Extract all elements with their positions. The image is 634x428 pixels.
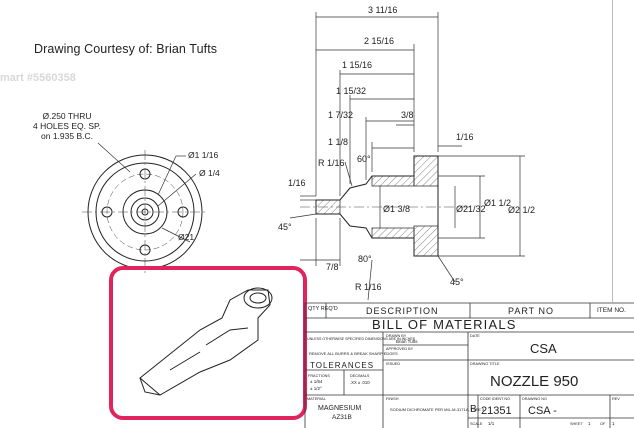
hole-note: Ø.250 THRU 4 HOLES EQ. SP. on 1.935 B.C. [33, 111, 101, 141]
bom-scale: 1/1 [488, 421, 495, 426]
section-view [289, 12, 525, 301]
bom-unless-note: UNLESS OTHERWISE SPECIFIED DIMENSIONS AR… [307, 337, 416, 341]
isometric-view [139, 287, 273, 396]
dim-radius-2: R 1/16 [355, 282, 382, 292]
front-view [82, 142, 208, 275]
bom-title: BILL OF MATERIALS [372, 317, 517, 332]
bom-size: B [470, 404, 477, 415]
dim-length-2: 2 15/16 [364, 36, 394, 46]
bom-drawing-no: CSA - [528, 405, 557, 417]
dim-length-4: 1 15/32 [336, 86, 366, 96]
bom-material-1: MAGNESIUM [318, 405, 361, 412]
dim-length-5: 1 7/32 [328, 110, 353, 120]
bom-drawing-no-label: DRAWING NO [522, 397, 547, 401]
bom-code: 21351 [481, 405, 512, 417]
dim-dia-inner: Ø21/32 [456, 204, 486, 214]
dim-angle-60: 60° [357, 154, 371, 164]
dim-front-2: Ø 1/4 [199, 168, 220, 178]
bom-drawn-by: Brian Tufts [396, 339, 418, 344]
bom-approved-label: APPROVED BY [386, 347, 414, 351]
dim-flange-width: 3/8 [401, 110, 414, 120]
highlight-box [109, 266, 307, 420]
bom-part-header: PART NO [508, 306, 554, 316]
dim-angle-45-right: 45° [450, 277, 464, 287]
dim-tip-length: 7/8 [326, 262, 339, 272]
bom-code-label: CODE IDENT NO [480, 397, 510, 401]
bom-tolerances: TOLERANCES [310, 361, 374, 370]
bom-rev-label: REV [612, 397, 620, 401]
dim-overall-length: 3 11/16 [368, 5, 397, 15]
bom-drawing-title: NOZZLE 950 [490, 373, 578, 390]
bom-finish-label: FINISH [386, 397, 399, 401]
drawing-credit: Drawing Courtesy of: Brian Tufts [34, 42, 218, 56]
bom-desc-header: DESCRIPTION [366, 306, 439, 316]
bom-angles: ± 1/2° [310, 386, 322, 391]
dim-dia-bore: Ø1 3/8 [383, 204, 410, 214]
bom-decimals-label: DECIMALS [350, 374, 370, 378]
dim-angle-45-left: 45° [278, 222, 292, 232]
bom-decimals: .XX ± .010 [350, 380, 370, 385]
dim-length-6: 1 1/8 [328, 137, 348, 147]
dim-step: 1/16 [456, 132, 474, 142]
bom-finish: SODIUM DICHROMATE PER MIL-M-3171A, TYPE … [390, 407, 485, 412]
bom-drawn-by-label: DRAWN BY [386, 334, 407, 338]
bom-material-label: MATERIAL [307, 397, 326, 401]
bom-material-2: AZ31B [332, 414, 352, 421]
dim-dia-flange: Ø2 1/2 [508, 205, 535, 215]
bom-of-label: OF [600, 422, 606, 426]
dim-dia-hub: Ø1 1/2 [484, 198, 511, 208]
bom-fractions: ± 1/64 [310, 379, 323, 384]
bom-qty-header: QTY REQ'D [308, 306, 338, 312]
bom-of: 1 [612, 421, 615, 426]
dim-radius-1: R 1/16 [318, 158, 345, 168]
bom-company: CSA [530, 341, 557, 356]
bom-drawing-title-label: DRAWING TITLE [470, 362, 500, 366]
bom-table [304, 302, 634, 428]
border-line [612, 0, 613, 303]
dim-angle-80: 80° [358, 254, 372, 264]
dim-front-1: Ø1 1/16 [188, 150, 219, 160]
bom-date-label: DATE [470, 334, 480, 338]
dim-front-3: Ø21 [178, 232, 194, 242]
bom-remove-burrs: REMOVE ALL BURRS & BREAK SHARP EDGES [309, 351, 398, 356]
dim-tip-height: 1/16 [288, 178, 306, 188]
bom-sheet-label: SHEET [570, 422, 583, 426]
bom-sheet: 1 [588, 421, 591, 426]
dim-length-3: 1 15/16 [342, 60, 372, 70]
watermark-text: mart #5560358 [0, 72, 76, 84]
bom-issued-label: ISSUED [386, 362, 400, 366]
bom-scale-label: SCALE [470, 422, 483, 426]
bom-fractions-label: FRACTIONS [308, 374, 330, 378]
bom-item-header: ITEM NO. [597, 307, 626, 314]
